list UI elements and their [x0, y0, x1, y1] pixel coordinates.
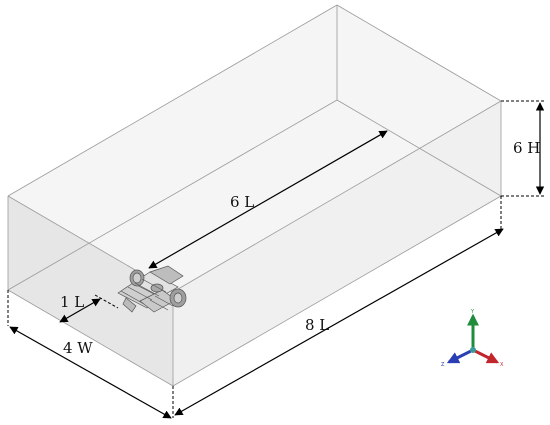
- axis-origin: [470, 347, 476, 353]
- dimension-total-length: 8 L: [172, 196, 504, 418]
- axis-y-label: Y: [470, 309, 475, 315]
- label-total-length: 8 L: [305, 316, 329, 334]
- label-width: 4 W: [63, 339, 93, 357]
- label-front-offset: 1 L: [60, 293, 84, 311]
- dimension-width: 4 W: [7, 290, 172, 419]
- dimension-front-offset: 1 L: [59, 293, 119, 323]
- label-inner-length: 6 L: [230, 193, 254, 211]
- label-height: 6 H: [513, 139, 540, 157]
- axis-z-label: Z: [441, 362, 445, 368]
- axis-z-icon: [446, 348, 474, 364]
- axis-x-label: X: [500, 362, 504, 368]
- coordinate-axes-triad: Y X Z: [441, 309, 504, 368]
- dimension-height: 6 H: [501, 100, 546, 197]
- computational-domain-box: [7, 4, 502, 387]
- axis-x-icon: [472, 348, 500, 364]
